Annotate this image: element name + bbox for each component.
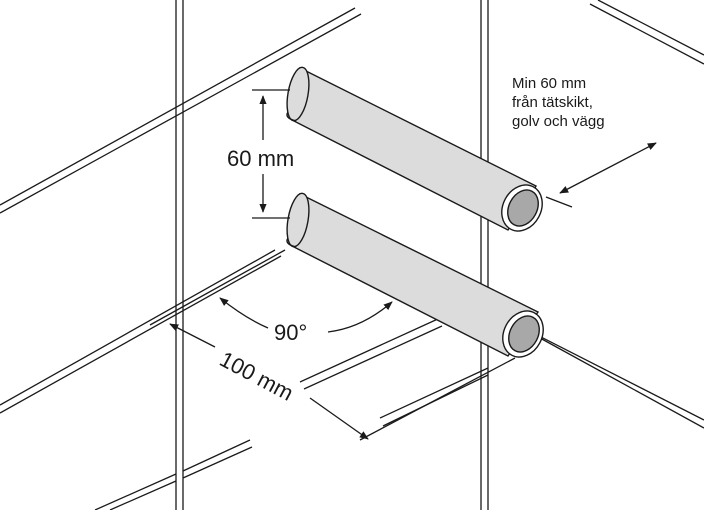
clearance-note: Min 60 mm från tätskikt, golv och vägg — [512, 75, 605, 130]
horizontal-spacing-label: 100 mm — [216, 346, 298, 405]
angle-dimension — [149, 249, 516, 441]
clearance-dimension — [545, 142, 657, 208]
clearance-note-line-1: Min 60 mm — [512, 75, 586, 92]
upper-pipe — [286, 66, 543, 232]
angle-label: 90° — [274, 320, 307, 345]
lower-pipe — [286, 192, 544, 358]
vertical-spacing-label: 60 mm — [227, 146, 294, 171]
clearance-note-line-3: golv och vägg — [512, 113, 605, 130]
vertical-dimension — [252, 89, 290, 219]
wall-tile-grid — [0, 0, 489, 510]
clearance-note-line-2: från tätskikt, — [512, 94, 593, 111]
